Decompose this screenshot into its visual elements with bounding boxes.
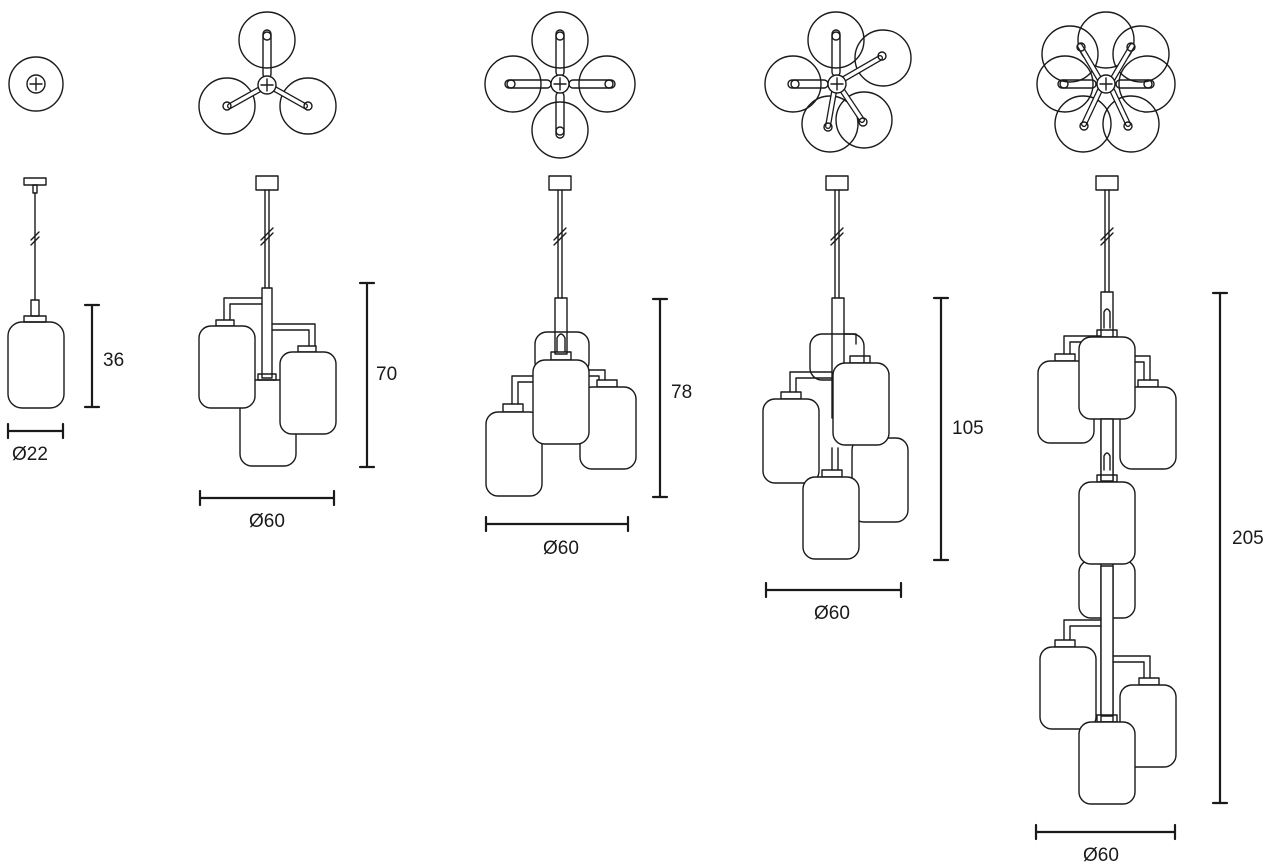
top-view-seven [1036, 11, 1176, 153]
variant-four: 78 Ø60 [484, 11, 692, 559]
top-view-five [764, 11, 912, 153]
dimension-width-four: Ø60 [484, 515, 630, 559]
height-label: 205 [1232, 528, 1264, 549]
variant-five: 105 Ø60 [762, 11, 984, 624]
width-label: Ø60 [1083, 845, 1119, 866]
glass-shade-front [532, 359, 590, 445]
width-label: Ø22 [12, 444, 48, 465]
glass-shade-upper [832, 362, 890, 446]
glass-shade-7 [1078, 721, 1136, 805]
height-label: 78 [671, 382, 692, 403]
top-view-four [484, 11, 636, 159]
variant-seven: 205 Ø60 [1034, 11, 1264, 866]
height-label: 105 [952, 418, 984, 439]
glass-shade-lower [802, 476, 860, 560]
front-view-single [7, 177, 65, 409]
width-label: Ø60 [543, 538, 579, 559]
height-label: 70 [376, 364, 397, 385]
glass-shade-left [762, 398, 820, 484]
front-view-five [762, 175, 909, 560]
height-label: 36 [103, 350, 124, 371]
front-view-four [485, 175, 637, 497]
glass-shade [7, 321, 65, 409]
variant-three: 70 Ø60 [198, 11, 397, 532]
dimension-width-five: Ø60 [764, 581, 903, 624]
dimension-width-single: Ø22 [6, 422, 65, 465]
dimension-height-five: 105 [932, 296, 984, 562]
glass-shade-3 [1078, 336, 1136, 420]
top-view-three [198, 11, 337, 135]
top-view-single [8, 56, 64, 112]
glass-shade-4 [1078, 481, 1136, 565]
dimension-width-seven: Ø60 [1034, 823, 1177, 866]
glass-shade-left [485, 411, 543, 497]
dimension-height-four: 78 [651, 297, 692, 499]
front-view-three [198, 175, 337, 467]
width-label: Ø60 [249, 511, 285, 532]
glass-shade-left [198, 325, 256, 409]
dimension-height-seven: 205 [1211, 291, 1264, 805]
front-view-seven [1037, 175, 1177, 805]
dimension-height-single: 36 [83, 303, 124, 409]
dimension-height-three: 70 [358, 281, 397, 469]
variant-single: 36 Ø22 [6, 56, 124, 465]
glass-shade-right [279, 351, 337, 435]
width-label: Ø60 [814, 603, 850, 624]
glass-shade-5 [1039, 646, 1097, 730]
dimension-width-three: Ø60 [198, 489, 336, 532]
